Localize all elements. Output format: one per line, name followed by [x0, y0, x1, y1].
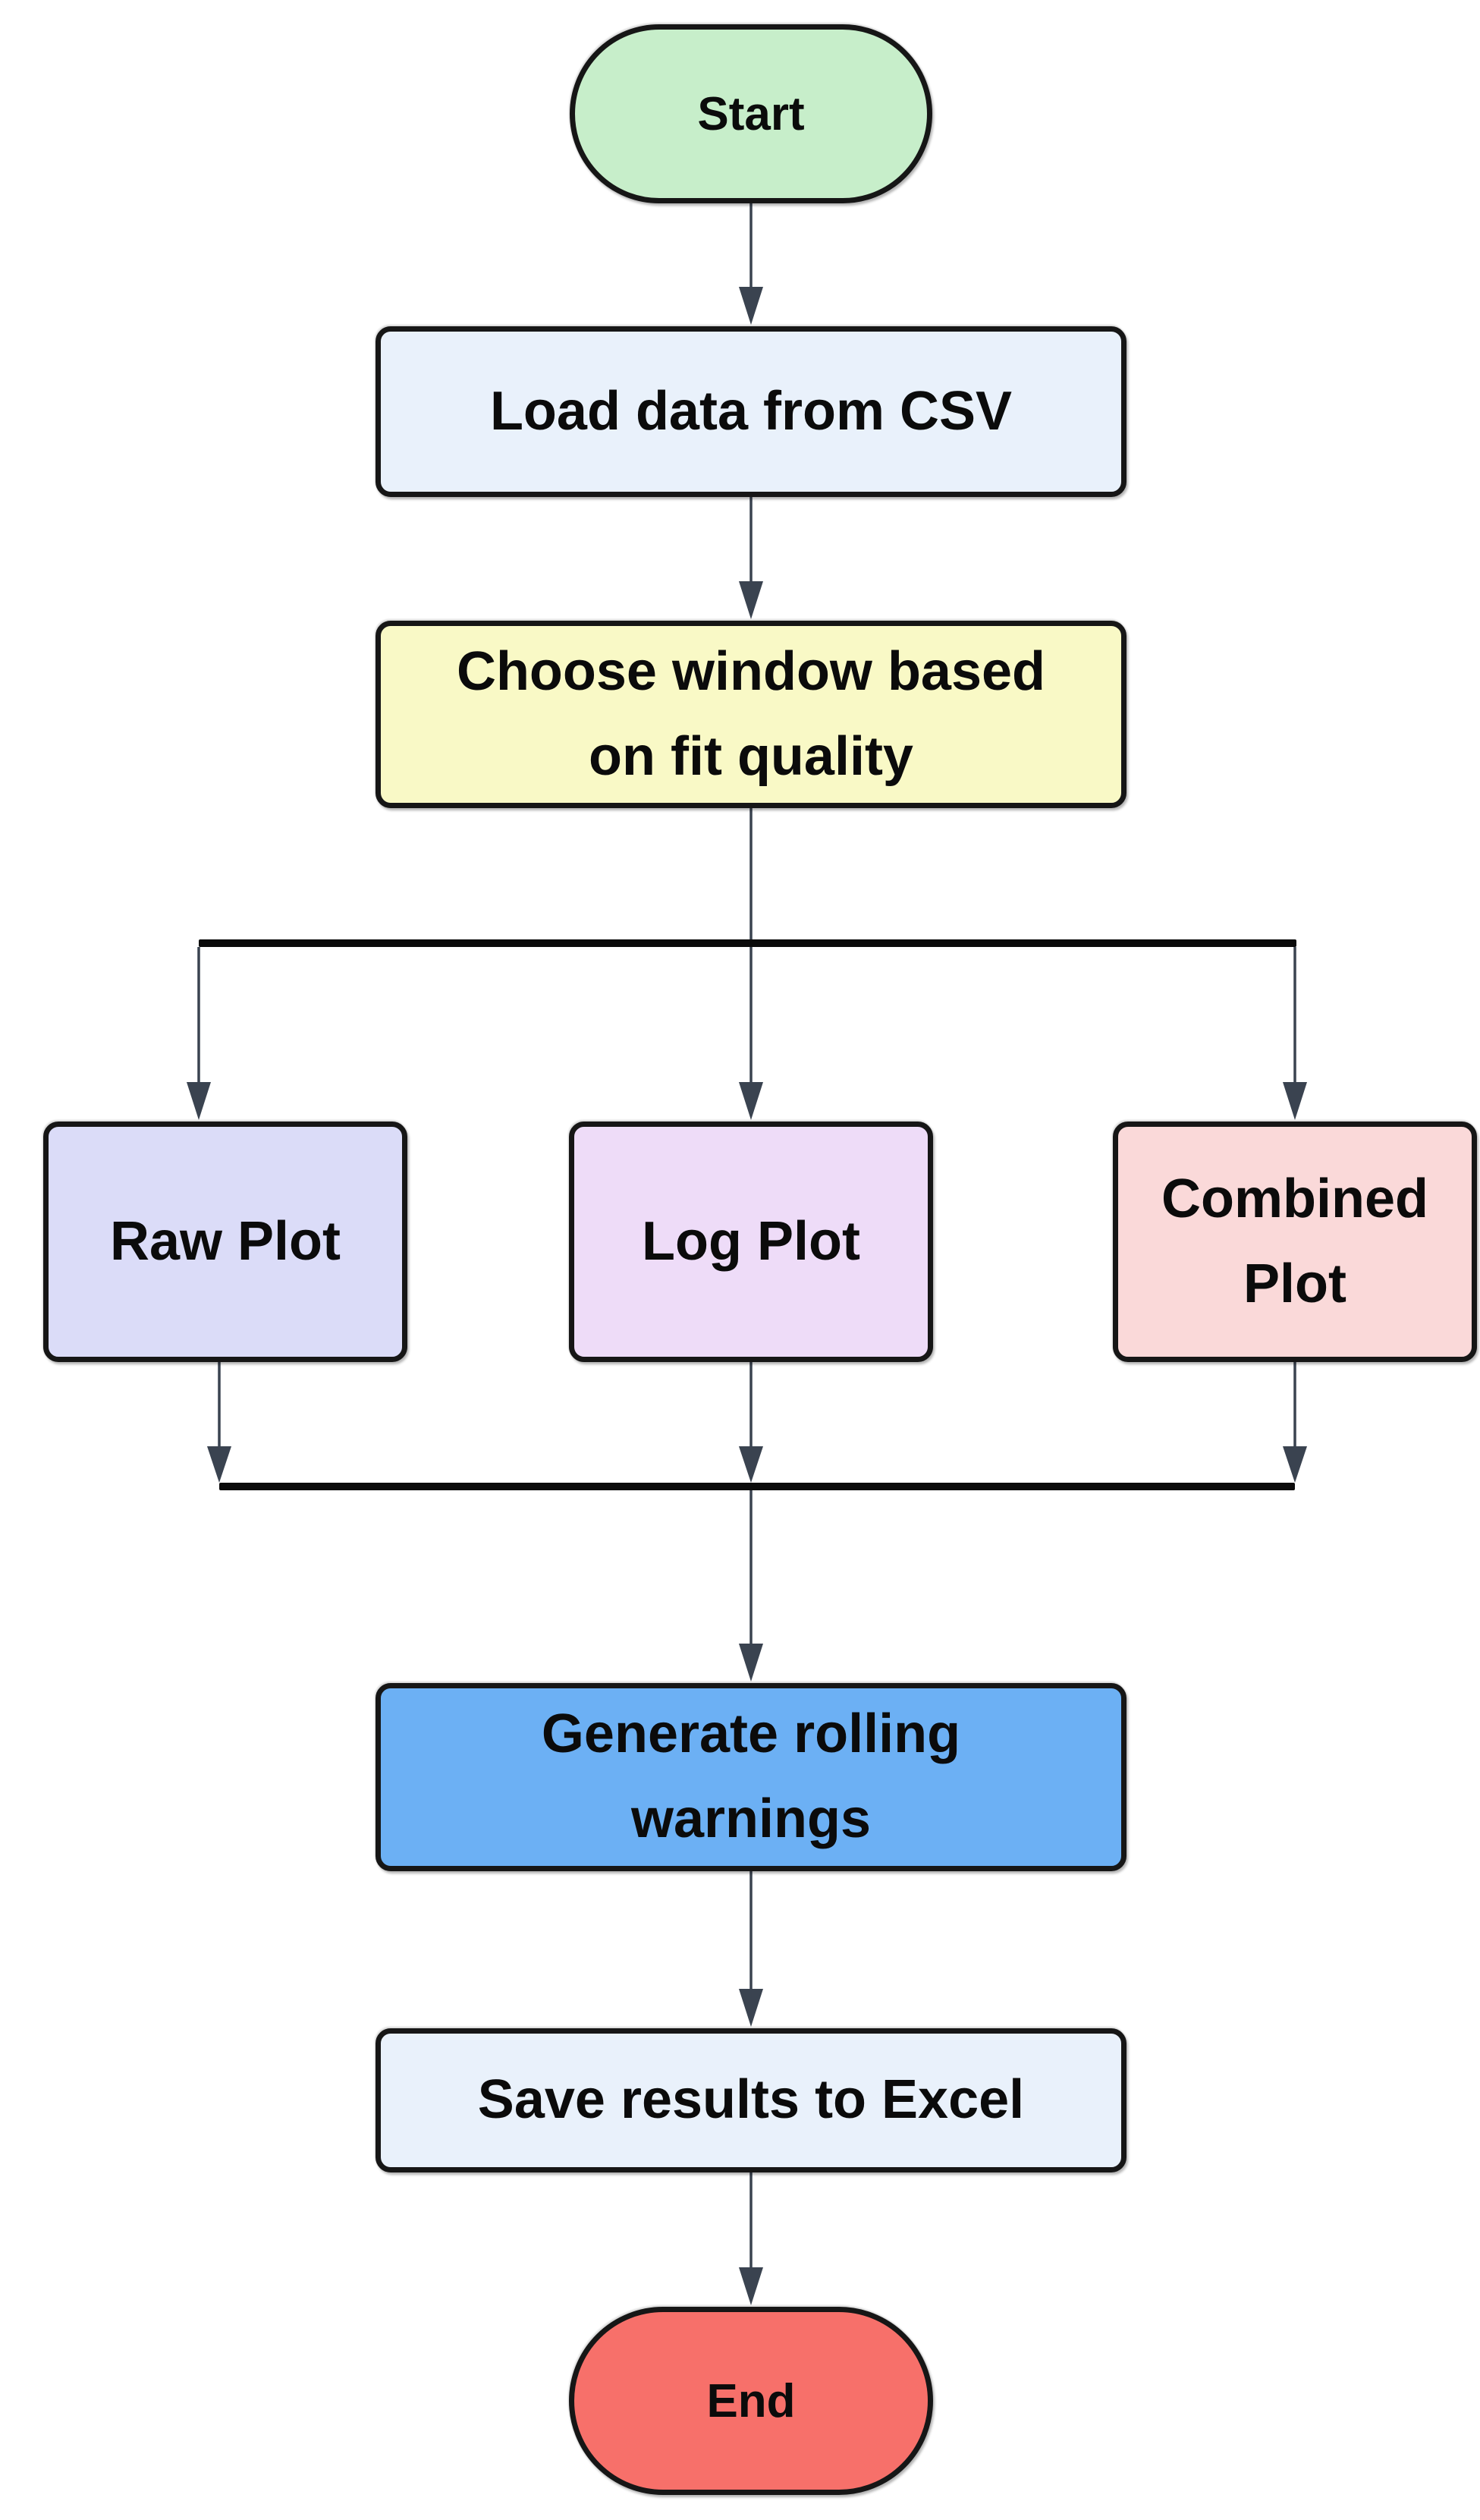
merge-bar: [219, 1483, 1295, 1490]
arrowhead-down-icon: [1283, 1082, 1307, 1120]
node-raw-plot-label: Raw Plot: [109, 1210, 341, 1272]
arrowhead-down-icon: [187, 1082, 211, 1120]
node-end-label: End: [706, 2374, 796, 2427]
node-save-excel-label: Save results to Excel: [477, 2069, 1025, 2131]
arrowhead-down-icon: [739, 2267, 763, 2305]
arrowhead-down-icon: [739, 1644, 763, 1682]
node-choose-window: Choose window based on fit quality: [375, 621, 1126, 808]
node-rolling-warnings-label: Generate rolling warnings: [541, 1704, 961, 1849]
node-log-plot-label: Log Plot: [642, 1210, 860, 1272]
arrowhead-down-icon: [207, 1446, 231, 1483]
arrowhead-down-icon: [739, 287, 763, 325]
arrowhead-down-icon: [739, 1446, 763, 1483]
arrowhead-down-icon: [739, 581, 763, 619]
node-combined-plot-label: Combined Plot: [1161, 1168, 1428, 1314]
node-start-label: Start: [697, 87, 805, 140]
node-combined-plot: Combined Plot: [1113, 1122, 1477, 1362]
node-rolling-warnings: Generate rolling warnings: [375, 1683, 1126, 1871]
arrowhead-down-icon: [1283, 1446, 1307, 1483]
arrowhead-down-icon: [739, 1082, 763, 1120]
branch-bar: [199, 939, 1296, 947]
node-load-csv-label: Load data from CSV: [489, 380, 1013, 442]
node-raw-plot: Raw Plot: [43, 1122, 407, 1362]
node-end: End: [569, 2307, 933, 2495]
node-save-excel: Save results to Excel: [375, 2028, 1126, 2172]
node-log-plot: Log Plot: [569, 1122, 933, 1362]
node-choose-window-label: Choose window based on fit quality: [456, 640, 1046, 787]
arrowhead-down-icon: [739, 1989, 763, 2027]
node-start: Start: [570, 24, 932, 203]
node-load-csv: Load data from CSV: [375, 326, 1126, 497]
